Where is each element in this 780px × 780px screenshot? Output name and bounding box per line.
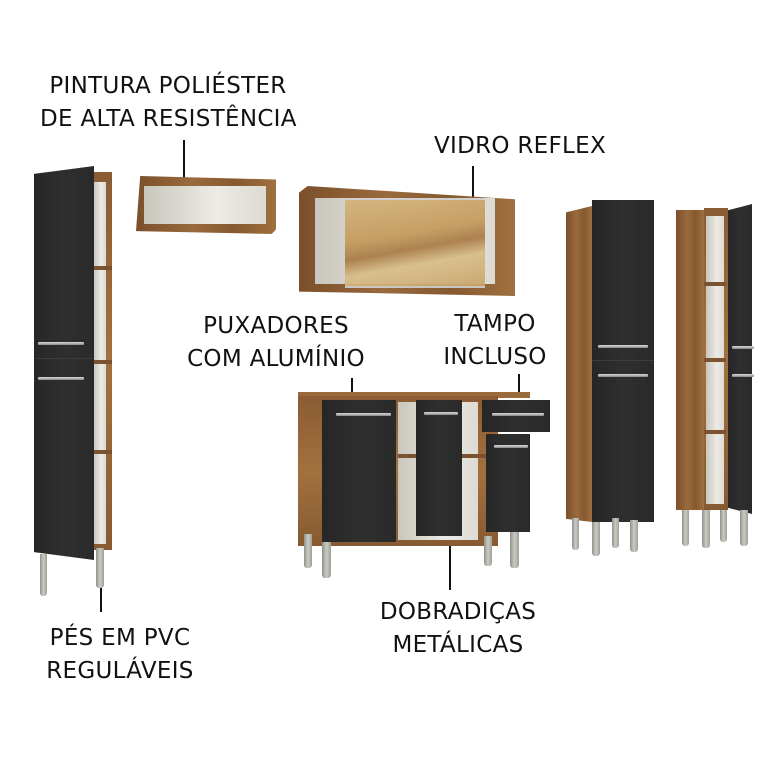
door-handle[interactable] bbox=[336, 413, 391, 416]
door-handle[interactable] bbox=[598, 374, 648, 377]
adjustable-leg bbox=[740, 510, 748, 546]
cabinet-side bbox=[566, 206, 592, 522]
glass-door[interactable] bbox=[345, 198, 485, 288]
tall-cabinet-closed bbox=[566, 200, 658, 560]
door-handle[interactable] bbox=[732, 374, 754, 377]
base-cabinet bbox=[298, 392, 558, 582]
leader-tampo bbox=[518, 374, 520, 396]
open-wall-niche bbox=[136, 176, 276, 234]
tall-cabinet-left bbox=[34, 162, 114, 602]
label-puxadores-line2: COM ALUMÍNIO bbox=[187, 346, 365, 372]
door-handle[interactable] bbox=[494, 445, 528, 448]
adjustable-leg bbox=[720, 510, 727, 542]
label-vidro-line1: VIDRO REFLEX bbox=[433, 133, 607, 159]
adjustable-leg bbox=[630, 520, 638, 552]
adjustable-leg bbox=[304, 534, 312, 568]
adjustable-leg bbox=[592, 522, 600, 556]
label-dobradicas-line1: DOBRADIÇAS bbox=[379, 599, 537, 625]
tall-cabinet-right bbox=[676, 204, 760, 554]
label-tampo: TAMPO INCLUSO bbox=[436, 308, 554, 374]
shelf bbox=[92, 266, 112, 270]
label-tampo-line2: INCLUSO bbox=[443, 344, 547, 370]
door-seam bbox=[592, 360, 654, 361]
adjustable-leg bbox=[702, 510, 710, 548]
label-tampo-line1: TAMPO bbox=[454, 311, 536, 337]
glass-wall-cabinet bbox=[299, 186, 515, 296]
door-left[interactable] bbox=[322, 400, 396, 542]
cabinet-door[interactable] bbox=[728, 204, 752, 514]
door-right[interactable] bbox=[486, 434, 530, 532]
label-puxadores: PUXADORES COM ALUMÍNIO bbox=[176, 310, 376, 376]
leader-pes bbox=[100, 586, 102, 612]
adjustable-leg bbox=[572, 518, 579, 550]
label-pes: PÉS EM PVC REGULÁVEIS bbox=[40, 622, 200, 688]
shelf bbox=[704, 282, 726, 286]
leader-vidro bbox=[472, 166, 474, 204]
door-handle[interactable] bbox=[38, 377, 84, 380]
leader-dobradicas bbox=[449, 536, 451, 590]
label-puxadores-line1: PUXADORES bbox=[203, 313, 349, 339]
door-middle[interactable] bbox=[416, 400, 462, 536]
adjustable-leg bbox=[612, 518, 619, 548]
door-handle[interactable] bbox=[732, 346, 754, 349]
drawer[interactable] bbox=[482, 400, 550, 432]
shelf bbox=[92, 450, 112, 454]
shelf bbox=[704, 358, 726, 362]
drawer-handle[interactable] bbox=[492, 413, 544, 416]
adjustable-leg bbox=[682, 510, 689, 546]
shelf bbox=[92, 360, 112, 364]
countertop bbox=[298, 392, 530, 398]
leader-pintura bbox=[183, 140, 185, 188]
label-pintura-line2: DE ALTA RESISTÊNCIA bbox=[40, 106, 297, 132]
label-dobradicas-line2: METÁLICAS bbox=[392, 632, 524, 658]
cabinet-side bbox=[676, 210, 704, 510]
adjustable-leg bbox=[40, 554, 47, 596]
door-handle[interactable] bbox=[424, 412, 458, 415]
label-pintura: PINTURA POLIÉSTER DE ALTA RESISTÊNCIA bbox=[40, 70, 297, 136]
door-handle[interactable] bbox=[598, 345, 648, 348]
adjustable-leg bbox=[322, 542, 331, 578]
label-pes-line2: REGULÁVEIS bbox=[46, 658, 194, 684]
label-dobradicas: DOBRADIÇAS METÁLICAS bbox=[370, 596, 546, 662]
cabinet-door[interactable] bbox=[34, 166, 94, 560]
adjustable-leg bbox=[96, 548, 104, 588]
label-pintura-line1: PINTURA POLIÉSTER bbox=[49, 73, 287, 99]
label-vidro: VIDRO REFLEX bbox=[430, 130, 610, 163]
cabinet-door[interactable] bbox=[592, 200, 654, 522]
door-handle[interactable] bbox=[38, 342, 84, 345]
door-seam bbox=[36, 358, 92, 359]
shelf bbox=[704, 430, 726, 434]
niche-interior bbox=[144, 186, 266, 224]
adjustable-leg bbox=[484, 536, 492, 566]
label-pes-line1: PÉS EM PVC bbox=[49, 625, 191, 651]
adjustable-leg bbox=[510, 532, 519, 568]
